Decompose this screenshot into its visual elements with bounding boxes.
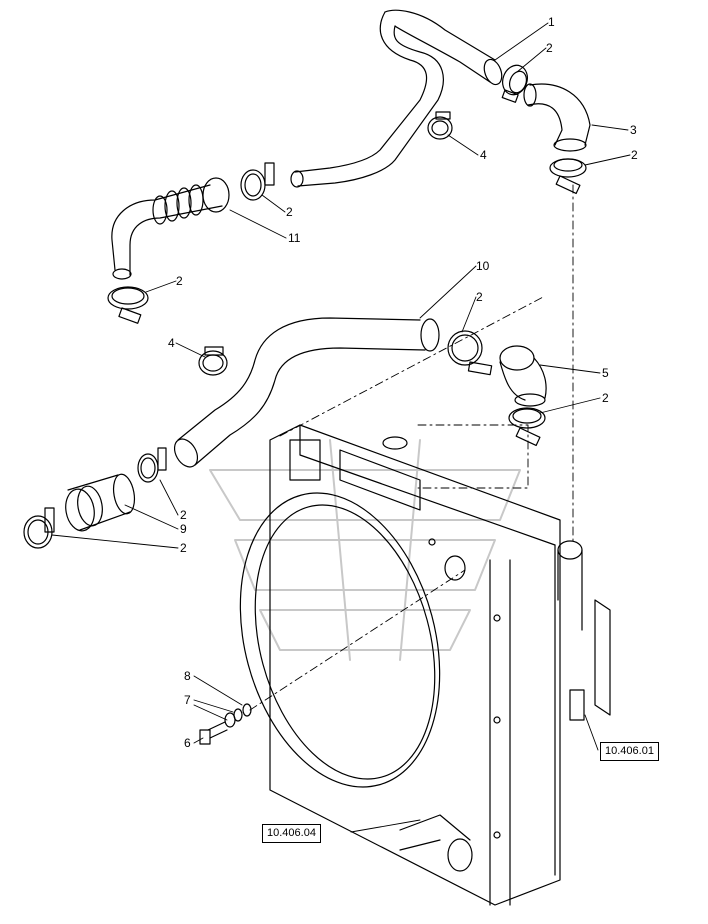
callout-2: 2 [176,274,183,288]
callout-4: 4 [480,148,487,162]
callout-1: 1 [548,15,555,29]
callout-8: 8 [184,669,191,683]
callout-6: 6 [184,736,191,750]
callout-7: 7 [184,693,191,707]
upper-hose-part-1 [290,9,503,188]
leader-lines [51,22,631,833]
hose-clamp-part-4-top [427,111,453,140]
callout-3: 3 [630,123,637,137]
elbow-hose-part-3 [523,83,591,152]
hose-clamp-top [501,64,528,103]
hose-clamp-lower-5 [508,407,546,447]
callout-11: 11 [288,231,301,245]
hose-clamp-elbow [549,158,587,195]
callout-2: 2 [546,41,553,55]
hose-clamp-far-left [23,507,55,549]
callout-2: 2 [476,290,483,304]
hose-clamp-left [107,286,149,324]
callout-2: 2 [631,148,638,162]
callout-5: 5 [602,366,609,380]
assembly-centerlines [249,184,574,711]
reference-box-bottom[interactable]: 10.406.04 [262,824,321,843]
bolt-and-washers [199,703,252,745]
reference-box-right[interactable]: 10.406.01 [600,742,659,761]
callout-2: 2 [180,508,187,522]
hose-clamp-right-10 [447,330,493,376]
callout-9: 9 [180,522,187,536]
callout-2: 2 [602,391,609,405]
middle-hose-part-10 [173,317,440,468]
callout-4: 4 [168,336,175,350]
callout-10: 10 [476,259,490,273]
watermark-logo [209,439,521,661]
short-hose-part-9 [65,473,136,532]
elbow-hose-part-5 [499,345,547,407]
hose-clamp-mid [240,162,275,201]
hose-clamp-part-9 [137,447,167,483]
hose-clamp-part-4-mid [198,346,228,376]
corrugated-hose-part-11 [111,177,230,280]
callout-2: 2 [286,205,293,219]
callout-2: 2 [180,541,187,555]
